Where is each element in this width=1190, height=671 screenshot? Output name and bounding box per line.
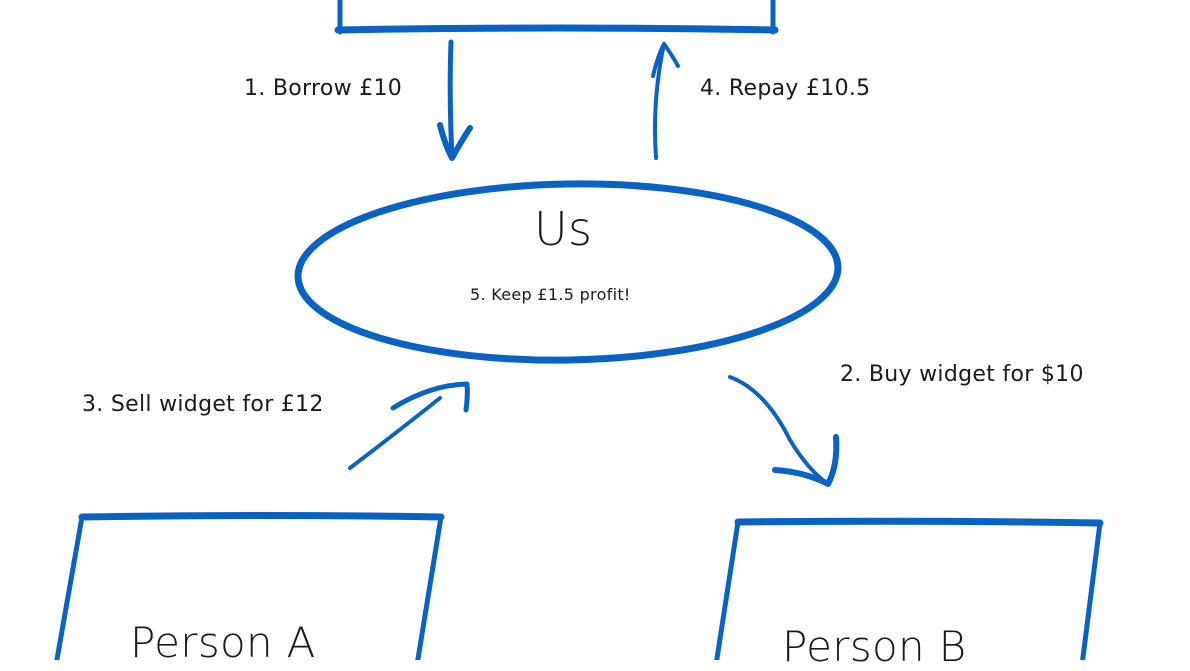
us-node-title: Us bbox=[534, 202, 593, 256]
buy-arrow-icon bbox=[728, 375, 840, 487]
borrow-arrow-icon bbox=[437, 39, 473, 161]
repay-label: 4. Repay £10.5 bbox=[700, 76, 871, 101]
us-ellipse bbox=[294, 180, 842, 364]
us-node-note: 5. Keep £1.5 profit! bbox=[470, 285, 631, 304]
lender-box bbox=[334, 0, 779, 35]
person-a-label: Person A bbox=[130, 618, 316, 667]
buy-label: 2. Buy widget for $10 bbox=[840, 362, 1084, 387]
person-b-label: Person B bbox=[782, 622, 967, 671]
person-b-box bbox=[714, 517, 1104, 660]
person-a-box bbox=[54, 512, 445, 660]
borrow-label: 1. Borrow £10 bbox=[244, 76, 403, 101]
sell-label: 3. Sell widget for £12 bbox=[82, 392, 324, 417]
sell-arrow-icon bbox=[348, 381, 470, 470]
repay-arrow-icon bbox=[651, 42, 680, 160]
